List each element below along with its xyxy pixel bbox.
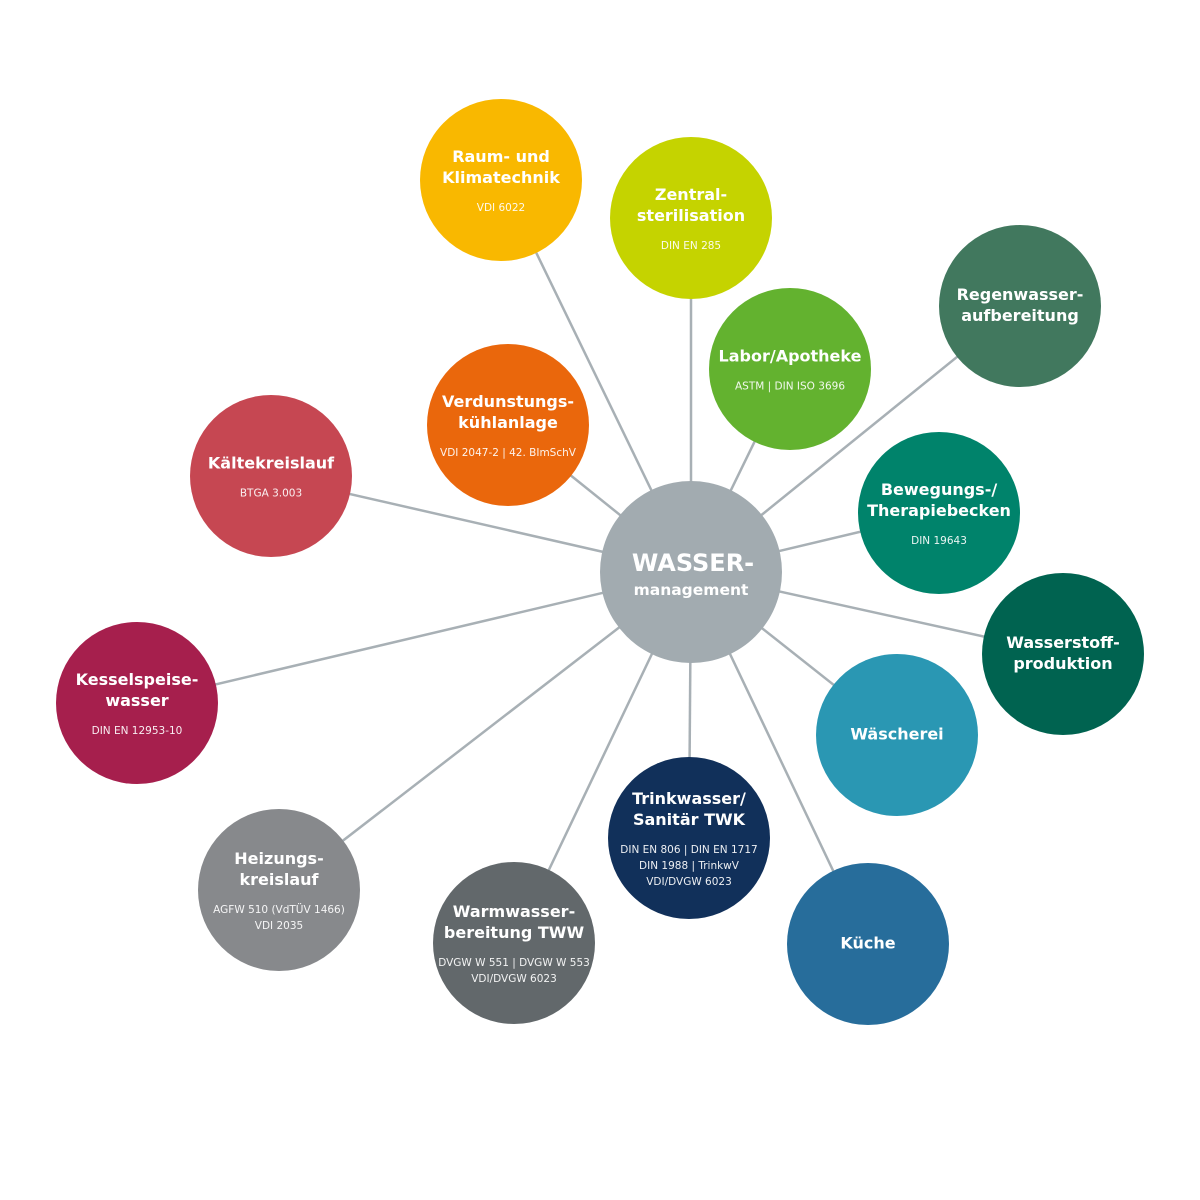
node-trinkwasser: Trinkwasser/Sanitär TWK DIN EN 806 | DIN … [608, 757, 770, 919]
node-title: aufbereitung [961, 306, 1079, 325]
node-standard: VDI 2047-2 | 42. BImSchV [440, 447, 577, 459]
node-title: Zentral- [655, 185, 727, 204]
node-title: Warmwasser- [453, 902, 575, 921]
node-circle [608, 757, 770, 919]
node-title: kreislauf [239, 870, 319, 889]
node-circle [427, 344, 589, 506]
node-circle [433, 862, 595, 1024]
node-title: Therapiebecken [867, 501, 1011, 520]
node-standard: VDI 2035 [255, 920, 303, 932]
node-title: kühlanlage [458, 413, 558, 432]
node-title: Verdunstungs- [442, 392, 574, 411]
node-warmwasser: Warmwasser-bereitung TWW DVGW W 551 | DVG… [433, 862, 595, 1024]
node-circle [709, 288, 871, 450]
node-wasserstoff: Wasserstoff-produktion [982, 573, 1144, 735]
node-standard: DIN EN 12953-10 [92, 725, 183, 737]
node-title: produktion [1013, 654, 1112, 673]
node-standard: BTGA 3.003 [240, 488, 302, 500]
node-kueche: Küche [787, 863, 949, 1025]
hub-subtitle: management [634, 581, 749, 599]
node-circle [420, 99, 582, 261]
node-title: sterilisation [637, 206, 745, 225]
hub-title: WASSER- [632, 549, 754, 577]
node-circle [787, 863, 949, 1025]
node-standard: VDI 6022 [477, 202, 525, 214]
node-title: Wäscherei [850, 725, 943, 744]
node-standard: VDI/DVGW 6023 [471, 973, 557, 985]
node-circle [610, 137, 772, 299]
node-standard: DIN EN 806 | DIN EN 1717 [620, 844, 757, 856]
node-standard: DIN EN 285 [661, 240, 721, 252]
node-title: Heizungs- [234, 849, 323, 868]
node-title: wasser [105, 691, 168, 710]
node-circle [939, 225, 1101, 387]
node-title: Trinkwasser/ [632, 789, 746, 808]
node-title: Labor/Apotheke [719, 347, 862, 366]
connector-line-kessel [136, 570, 692, 705]
node-circle [198, 809, 360, 971]
node-standard: ASTM | DIN ISO 3696 [735, 381, 845, 393]
node-waescherei: Wäscherei [816, 654, 978, 816]
node-title: Kältekreislauf [208, 454, 335, 473]
node-circle [190, 395, 352, 557]
node-title: Kesselspeise- [76, 670, 199, 689]
node-title: Küche [840, 934, 895, 953]
node-regen: Regenwasser-aufbereitung [939, 225, 1101, 387]
node-standard: DVGW W 551 | DVGW W 553 [438, 957, 590, 969]
node-title: Raum- und [452, 147, 550, 166]
node-title: Sanitär TWK [633, 810, 746, 829]
node-title: Regenwasser- [957, 285, 1084, 304]
node-standard: VDI/DVGW 6023 [646, 876, 732, 888]
hub-node: WASSER- management [600, 481, 782, 663]
node-circle [56, 622, 218, 784]
node-circle [858, 432, 1020, 594]
node-title: Klimatechnik [442, 168, 560, 187]
node-circle [816, 654, 978, 816]
node-standard: DIN 19643 [911, 535, 967, 547]
node-title: Bewegungs-/ [881, 480, 998, 499]
node-title: Wasserstoff- [1006, 633, 1119, 652]
node-standard: DIN 1988 | TrinkwV [639, 860, 740, 872]
node-title: bereitung TWW [444, 923, 585, 942]
node-circle [982, 573, 1144, 735]
node-standard: AGFW 510 (VdTÜV 1466) [213, 903, 345, 916]
